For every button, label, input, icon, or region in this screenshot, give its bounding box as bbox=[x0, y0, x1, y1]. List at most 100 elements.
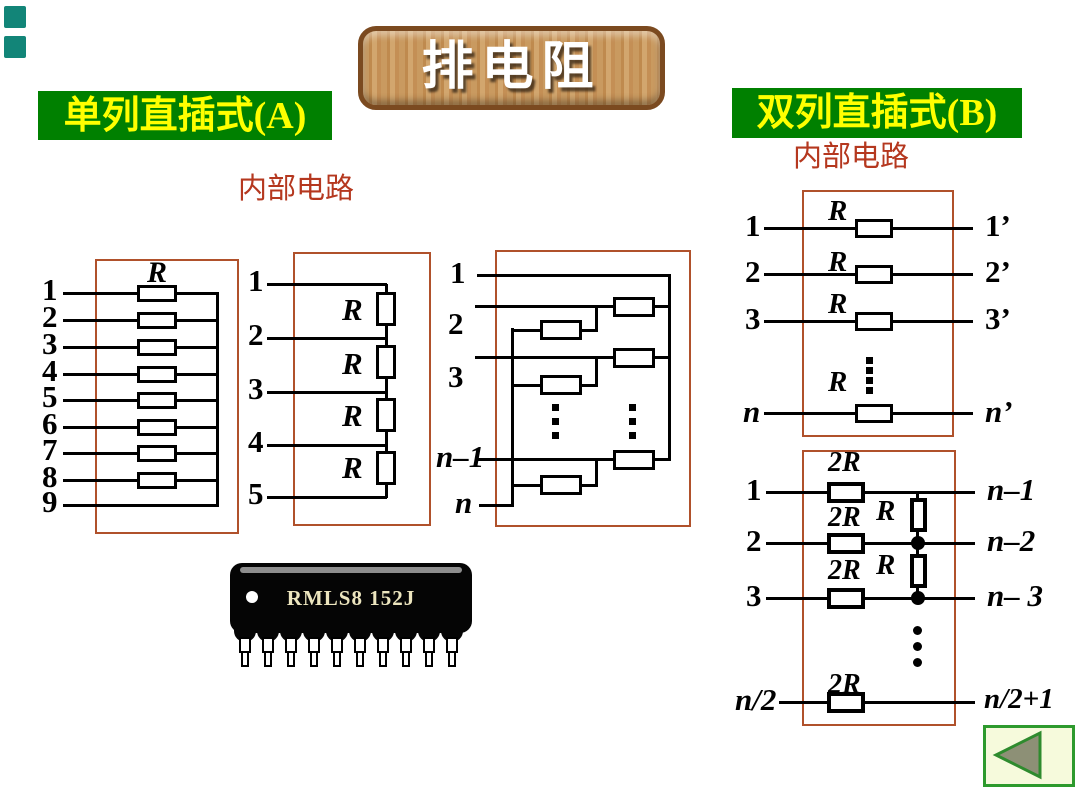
page-title: 排电阻 bbox=[421, 39, 602, 96]
pin-label: 1’ bbox=[985, 208, 1011, 243]
wire bbox=[475, 356, 671, 359]
package-lead-tip bbox=[287, 651, 295, 667]
resistor bbox=[827, 533, 865, 554]
pin-label: 2 bbox=[745, 254, 761, 289]
wire bbox=[177, 399, 218, 402]
ellipsis-dot bbox=[629, 432, 636, 439]
pin-label: 3 bbox=[42, 326, 58, 361]
pin-label: 3 bbox=[248, 371, 264, 406]
pin-label: 2 bbox=[746, 523, 762, 558]
header-dual-inline-label: 双列直插式(B) bbox=[756, 92, 998, 134]
resistor bbox=[855, 312, 893, 331]
wire bbox=[916, 492, 919, 502]
wire bbox=[63, 346, 138, 349]
package-lead-tip bbox=[379, 651, 387, 667]
wire bbox=[177, 452, 218, 455]
pin-label: 1 bbox=[745, 208, 761, 243]
resistor bbox=[855, 219, 893, 238]
wire bbox=[63, 373, 138, 376]
pin-label: 8 bbox=[42, 459, 58, 494]
resistor-label: 2R bbox=[828, 447, 861, 478]
resistor bbox=[855, 404, 893, 423]
wire bbox=[779, 701, 975, 704]
pin-label: 1 bbox=[746, 472, 762, 507]
wire bbox=[267, 391, 387, 394]
pin-label: 3’ bbox=[985, 301, 1011, 336]
pin-label: n’ bbox=[985, 394, 1013, 429]
pin-label: 4 bbox=[42, 353, 58, 388]
resistor bbox=[137, 339, 177, 356]
chain-wire bbox=[385, 284, 388, 498]
resistor bbox=[613, 297, 655, 317]
sip-package-body bbox=[230, 563, 472, 633]
resistor bbox=[827, 692, 865, 713]
pin-label: 6 bbox=[42, 406, 58, 441]
resistor-label: 2R bbox=[828, 669, 861, 700]
wire bbox=[177, 319, 218, 322]
pin-label: 2 bbox=[248, 317, 264, 352]
resistor bbox=[855, 265, 893, 284]
resistor bbox=[376, 398, 396, 432]
pin-label: 2’ bbox=[985, 254, 1011, 289]
wire bbox=[477, 274, 671, 277]
resistor bbox=[827, 482, 865, 503]
pin-label: 3 bbox=[448, 359, 464, 394]
resistor bbox=[376, 451, 396, 485]
junction-dot bbox=[911, 536, 925, 550]
junction-dot bbox=[911, 591, 925, 605]
wire bbox=[63, 504, 218, 507]
wire bbox=[177, 426, 218, 429]
ellipsis-dot bbox=[913, 626, 922, 635]
package-lead-tip bbox=[264, 651, 272, 667]
wire bbox=[63, 399, 138, 402]
ellipsis-dot bbox=[552, 404, 559, 411]
header-single-inline: 单列直插式(A) bbox=[38, 91, 332, 140]
wire bbox=[267, 444, 387, 447]
resistor bbox=[827, 588, 865, 609]
slide-decoration-square bbox=[4, 36, 26, 58]
circuit-box-sip-series bbox=[293, 252, 431, 526]
resistor bbox=[137, 366, 177, 383]
ellipsis-dot bbox=[866, 377, 873, 384]
wire bbox=[63, 479, 138, 482]
resistor bbox=[137, 285, 177, 302]
wire bbox=[63, 319, 138, 322]
pin1-marker-dot bbox=[246, 591, 258, 603]
resistor bbox=[540, 375, 582, 395]
package-lead-tip bbox=[356, 651, 364, 667]
resistor-label: R bbox=[876, 549, 896, 581]
pin-label: 3 bbox=[745, 301, 761, 336]
internal-circuit-label-left: 内部电路 bbox=[238, 173, 355, 205]
back-button[interactable] bbox=[983, 725, 1075, 787]
pin-label: n/2 bbox=[735, 682, 777, 717]
sip-package-highlight bbox=[240, 567, 462, 573]
wire bbox=[595, 458, 598, 487]
common-bus-wire bbox=[216, 292, 219, 507]
wire bbox=[595, 305, 598, 332]
pin-label: n bbox=[743, 394, 761, 429]
back-triangle-icon bbox=[992, 730, 1042, 780]
pin-label: 1 bbox=[248, 263, 264, 298]
wire bbox=[267, 496, 387, 499]
resistor bbox=[376, 345, 396, 379]
title-banner: 排电阻 bbox=[358, 26, 665, 110]
wire bbox=[766, 597, 975, 600]
resistor bbox=[540, 475, 582, 495]
ellipsis-dot bbox=[913, 658, 922, 667]
package-lead-tip bbox=[310, 651, 318, 667]
wire bbox=[766, 542, 975, 545]
resistor-label: R bbox=[828, 366, 848, 398]
right-bus-wire bbox=[668, 274, 671, 461]
internal-circuit-label-right: 内部电路 bbox=[793, 141, 910, 173]
resistor bbox=[613, 348, 655, 368]
wire bbox=[63, 426, 138, 429]
resistor bbox=[137, 312, 177, 329]
pin-label: 1 bbox=[42, 272, 58, 307]
pin-label: 2 bbox=[448, 306, 464, 341]
resistor-label: R bbox=[342, 346, 363, 381]
resistor bbox=[137, 392, 177, 409]
wire bbox=[63, 452, 138, 455]
resistor-label: R bbox=[828, 195, 848, 227]
package-lead-tip bbox=[425, 651, 433, 667]
